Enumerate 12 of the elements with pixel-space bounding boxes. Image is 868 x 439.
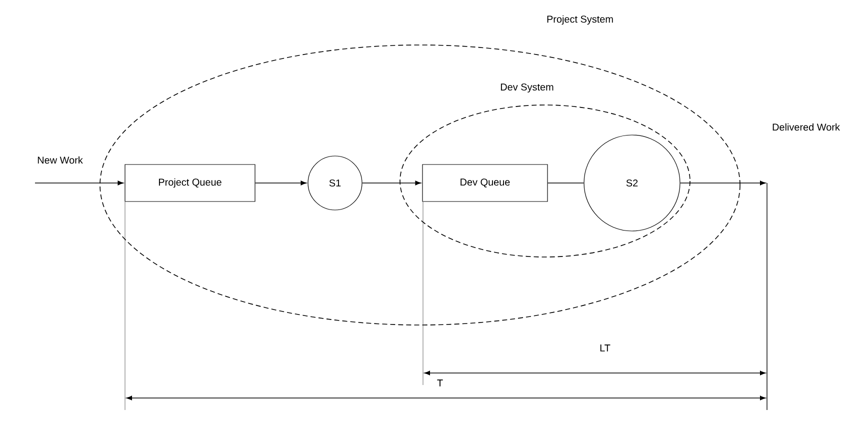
label-text: Delivered Work [772,123,840,131]
arrow [680,180,766,186]
node-label: Project System [547,15,613,25]
dimension-label: LT [600,344,610,352]
queue-box: Project Queue [124,164,256,202]
node-label: Dev System [500,83,554,92]
label-text: New Work [38,156,83,164]
arrow [34,180,124,186]
queue-box: Dev Queue [422,164,548,202]
arrow [362,180,422,186]
arrow [254,180,307,186]
dimension-label: T [437,380,443,386]
